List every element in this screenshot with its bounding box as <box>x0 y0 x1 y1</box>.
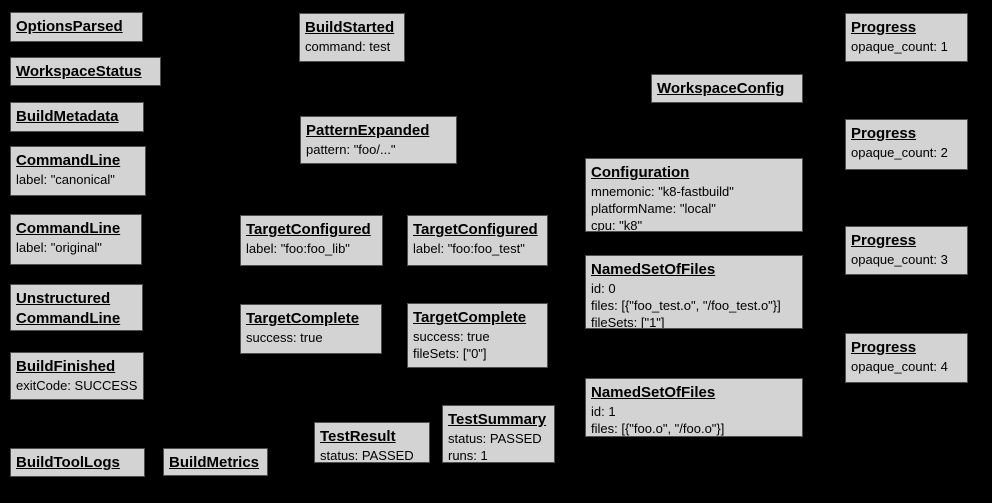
node-detail: opaque_count: 2 <box>851 145 948 160</box>
node-title: TargetConfigured <box>413 221 538 238</box>
node-title: Unstructured <box>16 290 111 307</box>
node-workspace-config: WorkspaceConfig <box>651 74 803 103</box>
node-detail: id: 1 <box>591 404 616 419</box>
node-detail: exitCode: SUCCESS <box>16 378 138 393</box>
node-target-complete-foo-test: TargetComplete success: true fileSets: ["0… <box>407 303 548 368</box>
node-detail: runs: 1 <box>448 448 488 463</box>
node-test-summary: TestSummary status: PASSED runs: 1 <box>442 405 555 463</box>
node-title: TargetConfigured <box>246 221 371 238</box>
node-detail: pattern: "foo/..." <box>306 142 396 157</box>
node-title: TestSummary <box>448 411 547 428</box>
node-progress-3: Progress opaque_count: 3 <box>845 226 968 275</box>
node-detail: id: 0 <box>591 281 616 296</box>
node-title: BuildToolLogs <box>16 454 120 471</box>
node-title: WorkspaceStatus <box>16 63 142 80</box>
node-pattern-expanded: PatternExpanded pattern: "foo/..." <box>300 116 457 164</box>
node-title: OptionsParsed <box>16 18 123 35</box>
node-options-parsed: OptionsParsed <box>10 12 143 42</box>
node-detail: files: [{"foo_test.o", "/foo_test.o"}] <box>591 298 781 313</box>
node-title: Configuration <box>591 164 690 181</box>
node-title: Progress <box>851 125 917 142</box>
node-detail: success: true <box>413 329 490 344</box>
node-detail: fileSets: ["1"] <box>591 315 665 329</box>
node-build-metadata: BuildMetadata <box>10 102 144 132</box>
node-detail: platformName: "local" <box>591 201 716 216</box>
node-title: CommandLine <box>16 310 121 327</box>
node-build-started: BuildStarted command: test <box>299 13 405 62</box>
node-detail: status: PASSED <box>448 431 542 446</box>
node-detail: label: "foo:foo_test" <box>413 241 525 256</box>
node-build-metrics: BuildMetrics <box>163 448 268 476</box>
node-detail: opaque_count: 4 <box>851 359 948 374</box>
node-workspace-status: WorkspaceStatus <box>10 57 161 86</box>
node-title: TestResult <box>320 428 396 445</box>
node-build-finished: BuildFinished exitCode: SUCCESS <box>10 352 144 400</box>
node-detail: success: true <box>246 330 323 345</box>
node-title: PatternExpanded <box>306 122 430 139</box>
node-title: Progress <box>851 232 917 249</box>
node-target-configured-foo-test: TargetConfigured label: "foo:foo_test" <box>407 215 548 266</box>
node-progress-4: Progress opaque_count: 4 <box>845 333 968 383</box>
node-detail: label: "original" <box>16 240 102 255</box>
node-title: TargetComplete <box>413 309 527 326</box>
node-title: BuildStarted <box>305 19 395 36</box>
node-title: CommandLine <box>16 220 121 237</box>
node-title: BuildMetadata <box>16 108 119 125</box>
node-test-result: TestResult status: PASSED <box>314 422 430 463</box>
node-title: Progress <box>851 339 917 356</box>
node-target-complete-foo-lib: TargetComplete success: true <box>240 304 382 354</box>
node-detail: status: PASSED <box>320 448 414 463</box>
node-command-line-canonical: CommandLine label: "canonical" <box>10 146 146 196</box>
node-title: NamedSetOfFiles <box>591 384 716 401</box>
node-detail: command: test <box>305 39 391 54</box>
node-detail: files: [{"foo.o", "/foo.o"}] <box>591 421 725 436</box>
node-title: BuildMetrics <box>169 454 260 471</box>
node-detail: label: "canonical" <box>16 172 115 187</box>
node-named-set-of-files-1: NamedSetOfFiles id: 1 files: [{"foo.o", "/… <box>585 378 803 437</box>
node-detail: cpu: "k8" <box>591 218 643 232</box>
node-configuration: Configuration mnemonic: "k8-fastbuild" pla… <box>585 158 803 232</box>
node-build-tool-logs: BuildToolLogs <box>10 448 145 477</box>
node-progress-1: Progress opaque_count: 1 <box>845 13 968 62</box>
node-title: WorkspaceConfig <box>657 80 785 97</box>
node-detail: opaque_count: 1 <box>851 39 948 54</box>
node-detail: label: "foo:foo_lib" <box>246 241 350 256</box>
node-progress-2: Progress opaque_count: 2 <box>845 119 968 170</box>
node-detail: fileSets: ["0"] <box>413 346 487 361</box>
node-title: CommandLine <box>16 152 121 169</box>
node-title: Progress <box>851 19 917 36</box>
node-title: NamedSetOfFiles <box>591 261 716 278</box>
node-target-configured-foo-lib: TargetConfigured label: "foo:foo_lib" <box>240 215 383 266</box>
node-detail: mnemonic: "k8-fastbuild" <box>591 184 734 199</box>
node-named-set-of-files-0: NamedSetOfFiles id: 0 files: [{"foo_test.o… <box>585 255 803 329</box>
node-title: BuildFinished <box>16 358 116 375</box>
node-detail: opaque_count: 3 <box>851 252 948 267</box>
node-title: TargetComplete <box>246 310 360 327</box>
node-command-line-original: CommandLine label: "original" <box>10 214 142 265</box>
